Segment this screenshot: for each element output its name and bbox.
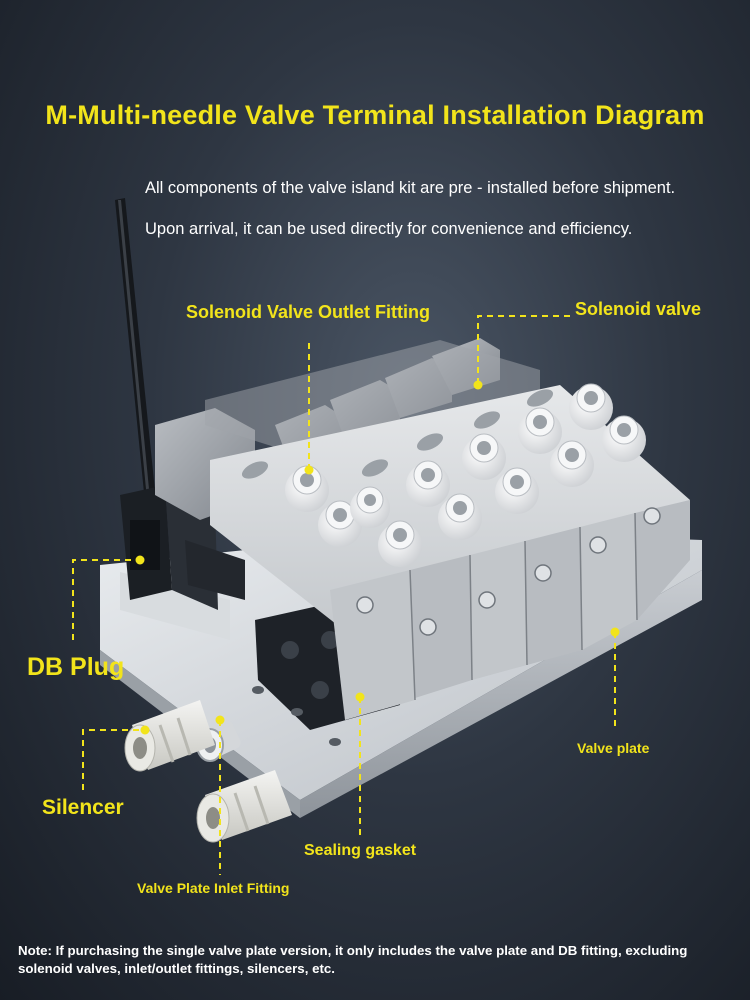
label-sealing-gasket: Sealing gasket [304, 842, 417, 859]
leader-dots [135, 380, 620, 735]
db-cable [115, 198, 158, 523]
leader-db-plug [72, 559, 140, 640]
intro-line-2: Upon arrival, it can be used directly fo… [145, 220, 633, 238]
leader-silencer [82, 729, 145, 790]
label-db-plug: DB Plug [27, 653, 125, 681]
label-valve-plate: Valve plate [577, 740, 650, 756]
manual-override-tabs [241, 389, 554, 479]
label-inlet-fitting: Valve Plate Inlet Fitting [137, 880, 290, 896]
valve-screws [356, 507, 661, 636]
silencer-upper [124, 700, 215, 772]
leader-solenoid-valve [477, 315, 570, 385]
silencer-lower [196, 770, 292, 843]
leader-lines [72, 315, 616, 875]
plate-holes [252, 686, 341, 746]
db-connector-shape [120, 485, 245, 610]
label-outlet-fitting: Solenoid Valve Outlet Fitting [186, 302, 431, 322]
label-silencer: Silencer [42, 796, 124, 819]
label-solenoid-valve: Solenoid valve [575, 299, 702, 319]
intro-line-1: All components of the valve island kit a… [145, 179, 676, 197]
footnote: Note: If purchasing the single valve pla… [18, 943, 688, 976]
outlet-fittings [285, 383, 646, 567]
page-title: M-Multi-needle Valve Terminal Installati… [45, 100, 705, 130]
